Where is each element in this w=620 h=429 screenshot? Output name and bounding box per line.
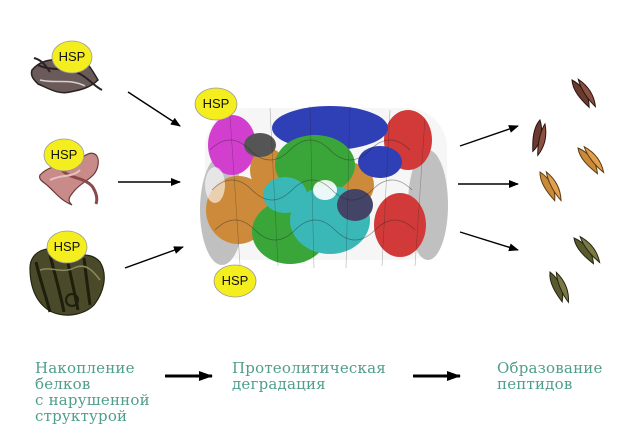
hsp-badge-3: HSP <box>46 230 88 264</box>
svg-text:HSP: HSP <box>59 49 86 64</box>
peptide-orange-2 <box>577 145 605 175</box>
peptide-olive-2 <box>573 235 601 265</box>
hsp-badge-4: HSP <box>194 87 238 121</box>
caption-peptide-formation: Образование пептидов <box>497 359 603 393</box>
caption-proteolytic-degradation: Протеолитическая деградация <box>232 359 386 393</box>
svg-text:HSP: HSP <box>51 147 78 162</box>
caption-accumulation: Накопление белков с нарушенной структуро… <box>35 359 150 425</box>
arrow-protein-1-to-proteasome <box>127 91 181 127</box>
misfolded-protein-3 <box>29 248 105 316</box>
peptide-brown-1 <box>532 119 547 157</box>
svg-text:HSP: HSP <box>54 239 81 254</box>
hsp-badge-1: HSP <box>51 40 93 74</box>
hsp-badge-5: HSP <box>213 264 257 298</box>
arrow-protein-3-to-proteasome <box>124 246 184 269</box>
proteasome-structure <box>200 105 448 269</box>
peptide-orange-1 <box>539 170 562 202</box>
peptide-olive-1 <box>549 271 569 304</box>
hsp-badge-2: HSP <box>43 138 85 172</box>
peptide-brown-2 <box>571 78 597 109</box>
arrow-proteasome-to-peptides-bottom <box>459 231 519 252</box>
svg-text:HSP: HSP <box>222 273 249 288</box>
svg-text:HSP: HSP <box>203 96 230 111</box>
arrow-proteasome-to-peptides-top <box>459 125 519 147</box>
